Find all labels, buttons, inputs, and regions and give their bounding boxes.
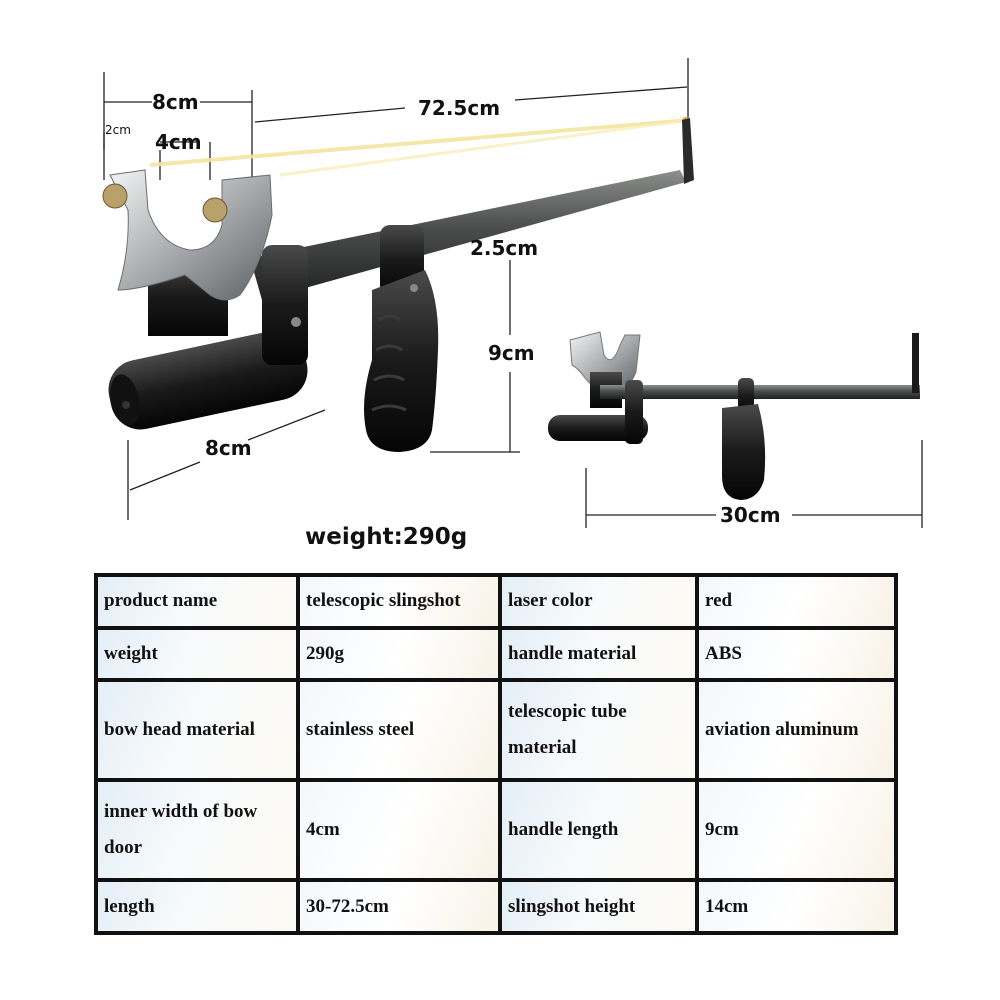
spec-row: product name telescopic slingshot laser … [94,573,898,630]
spec-label: bow head material [94,678,300,783]
spec-label: laser color [498,573,699,630]
handle-height-label: 9cm [488,341,535,365]
collapsed-length-label: 30cm [720,503,781,527]
spec-label: product name [94,573,300,630]
spec-label: inner width of bow door [94,778,300,883]
spec-label: weight [94,625,300,683]
slingshot-handle [364,270,439,452]
spec-label: slingshot height [498,878,699,935]
spec-value: stainless steel [296,678,502,783]
spec-value: telescopic slingshot [296,573,502,630]
spec-value: 14cm [695,878,898,935]
spec-label: handle material [498,625,699,683]
spec-row: inner width of bow door 4cm handle lengt… [94,778,898,883]
spec-table: product name telescopic slingshot laser … [94,573,898,935]
laser-beam [149,117,691,177]
spec-value: aviation aluminum [695,678,898,783]
collapsed-dimension-lines [585,440,923,528]
laser-length-label: 8cm [205,436,252,460]
total-length-label: 72.5cm [418,96,501,120]
spec-value: 290g [296,625,502,683]
spec-label: handle length [498,778,699,883]
bow-head [102,169,273,336]
spec-value: 30-72.5cm [296,878,502,935]
weight-caption: weight:290g [305,524,468,550]
spec-label: length [94,878,300,935]
fork-small-label: 2cm [105,123,131,137]
spec-row: length 30-72.5cm slingshot height 14cm [94,878,898,935]
spec-value: 4cm [296,778,502,883]
telescopic-tube [250,118,694,300]
tube-diameter-label: 2.5cm [470,236,539,260]
spec-row: bow head material stainless steel telesc… [94,678,898,783]
laser-module [108,330,308,430]
spec-value: ABS [695,625,898,683]
collapsed-view [548,331,920,500]
spec-value: red [695,573,898,630]
spec-label: telescopic tube material [498,678,699,783]
slingshot-illustration [102,58,923,528]
spec-value: 9cm [695,778,898,883]
head-width-label: 8cm [152,90,199,114]
fork-gap-label: 4cm [155,130,202,154]
spec-row: weight 290g handle material ABS [94,625,898,683]
